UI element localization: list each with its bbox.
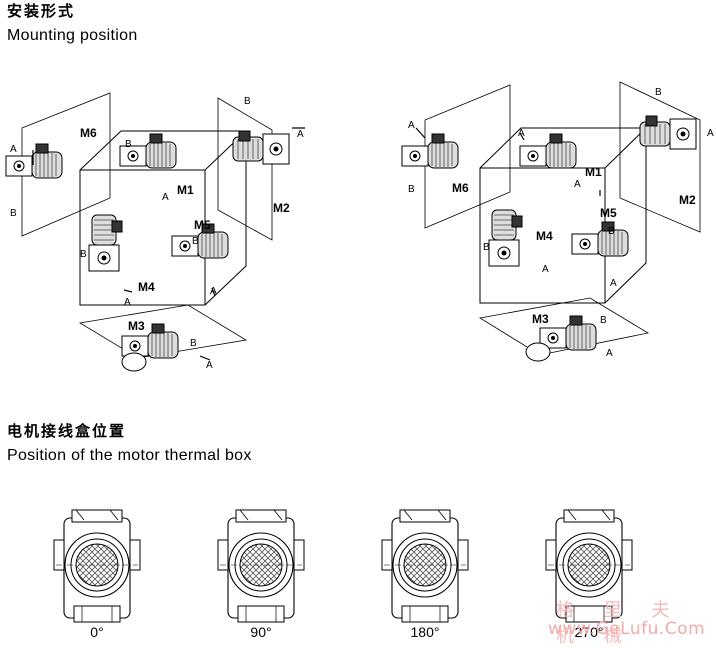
angle-270: 270° — [574, 624, 604, 640]
side-b: B — [600, 315, 607, 326]
plane-m3 — [478, 297, 650, 356]
side-a: A — [606, 348, 613, 359]
side-a: A — [610, 278, 617, 289]
label-m2: M2 — [273, 201, 290, 215]
plane-m6 — [21, 92, 111, 237]
label-m4: M4 — [536, 229, 553, 243]
label-m6: M6 — [452, 181, 469, 195]
side-a: A — [408, 120, 415, 131]
side-a: A — [542, 264, 549, 275]
side-a: A — [518, 128, 525, 139]
side-a: A — [124, 297, 131, 308]
thermal-box-title-zh: 电机接线盒位置 — [7, 422, 127, 440]
side-b: B — [483, 242, 490, 253]
mounting-title-zh: 安装形式 — [7, 2, 76, 20]
side-a: A — [206, 360, 213, 371]
label-m5: M5 — [600, 206, 617, 220]
mounting-diagram-left: M6 M1 M2 M4 M5 M3 A B B A B A B A B A B … — [5, 92, 305, 372]
side-b: B — [408, 184, 415, 195]
side-b: B — [192, 236, 199, 247]
angle-90: 90° — [250, 624, 272, 640]
side-a: A — [574, 179, 581, 190]
label-m5: M5 — [194, 218, 211, 232]
thermal-box-views — [53, 509, 633, 623]
thermal-box-title-en: Position of the motor thermal box — [7, 447, 252, 464]
watermark-text: 格 里 夫 机 械 — [556, 600, 682, 647]
side-a: A — [707, 128, 714, 139]
motor-front-0-icon — [53, 509, 141, 623]
plane-m2 — [619, 81, 701, 233]
side-b: B — [125, 139, 132, 150]
side-b: B — [10, 208, 17, 219]
motor-front-180-icon — [381, 509, 469, 623]
side-a: A — [10, 144, 17, 155]
label-m3: M3 — [532, 312, 549, 326]
plane-m3 — [78, 304, 248, 359]
side-b: B — [190, 338, 197, 349]
watermark-url: www.GeLufu.Com — [548, 619, 706, 639]
side-b: B — [80, 249, 87, 260]
plane-m2 — [217, 97, 273, 241]
label-m1: M1 — [177, 183, 194, 197]
label-m2: M2 — [679, 193, 696, 207]
gear-motor-m2-icon — [232, 130, 290, 165]
side-b: B — [655, 87, 662, 98]
side-a: A — [162, 192, 169, 203]
motor-front-90-icon — [217, 509, 305, 623]
label-m3: M3 — [128, 319, 145, 333]
side-b: B — [608, 226, 615, 237]
mounting-diagram-right: M6 M1 M2 M4 M5 M3 A B A A B A B A B A B … — [401, 81, 714, 362]
gear-motor-m6-icon — [401, 133, 459, 169]
gear-motor-m2-icon — [639, 115, 697, 150]
label-m6: M6 — [80, 126, 97, 140]
label-m4: M4 — [138, 280, 155, 294]
side-b: B — [244, 96, 251, 107]
angle-0: 0° — [90, 624, 104, 640]
angle-180: 180° — [410, 624, 440, 640]
side-a: A — [210, 286, 217, 297]
mounting-title-en: Mounting position — [7, 27, 138, 44]
side-a: A — [297, 129, 304, 140]
label-m1: M1 — [585, 165, 602, 179]
